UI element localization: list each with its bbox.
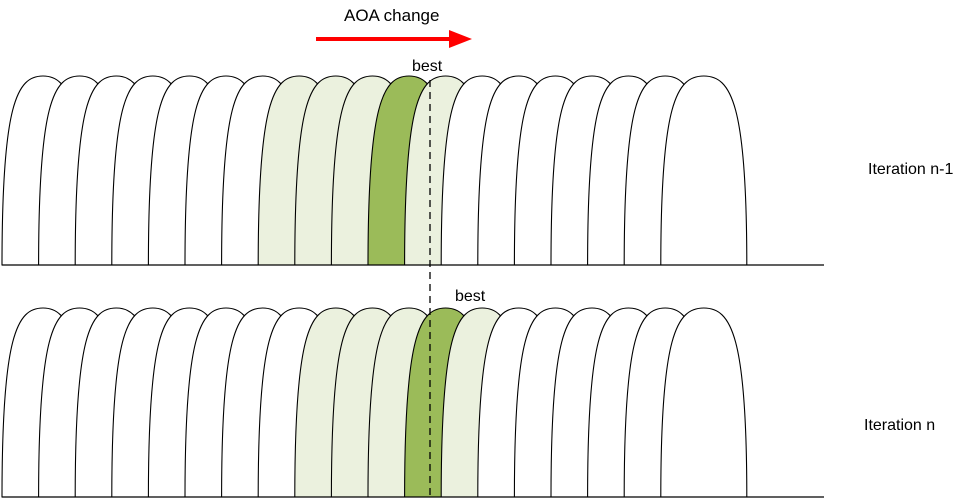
iteration-label-top: Iteration n-1 <box>868 161 954 178</box>
iteration-row-bottom <box>1 307 824 498</box>
aoa-change-arrow <box>316 30 472 48</box>
aoa-change-label: AOA change <box>344 6 440 25</box>
iteration-label-bottom: Iteration n <box>864 417 936 434</box>
beam-lobe <box>660 75 748 266</box>
best-label-top: best <box>412 58 443 75</box>
beam-lobe <box>660 307 748 498</box>
best-label-bottom: best <box>455 288 486 305</box>
iteration-row-top <box>1 75 824 266</box>
